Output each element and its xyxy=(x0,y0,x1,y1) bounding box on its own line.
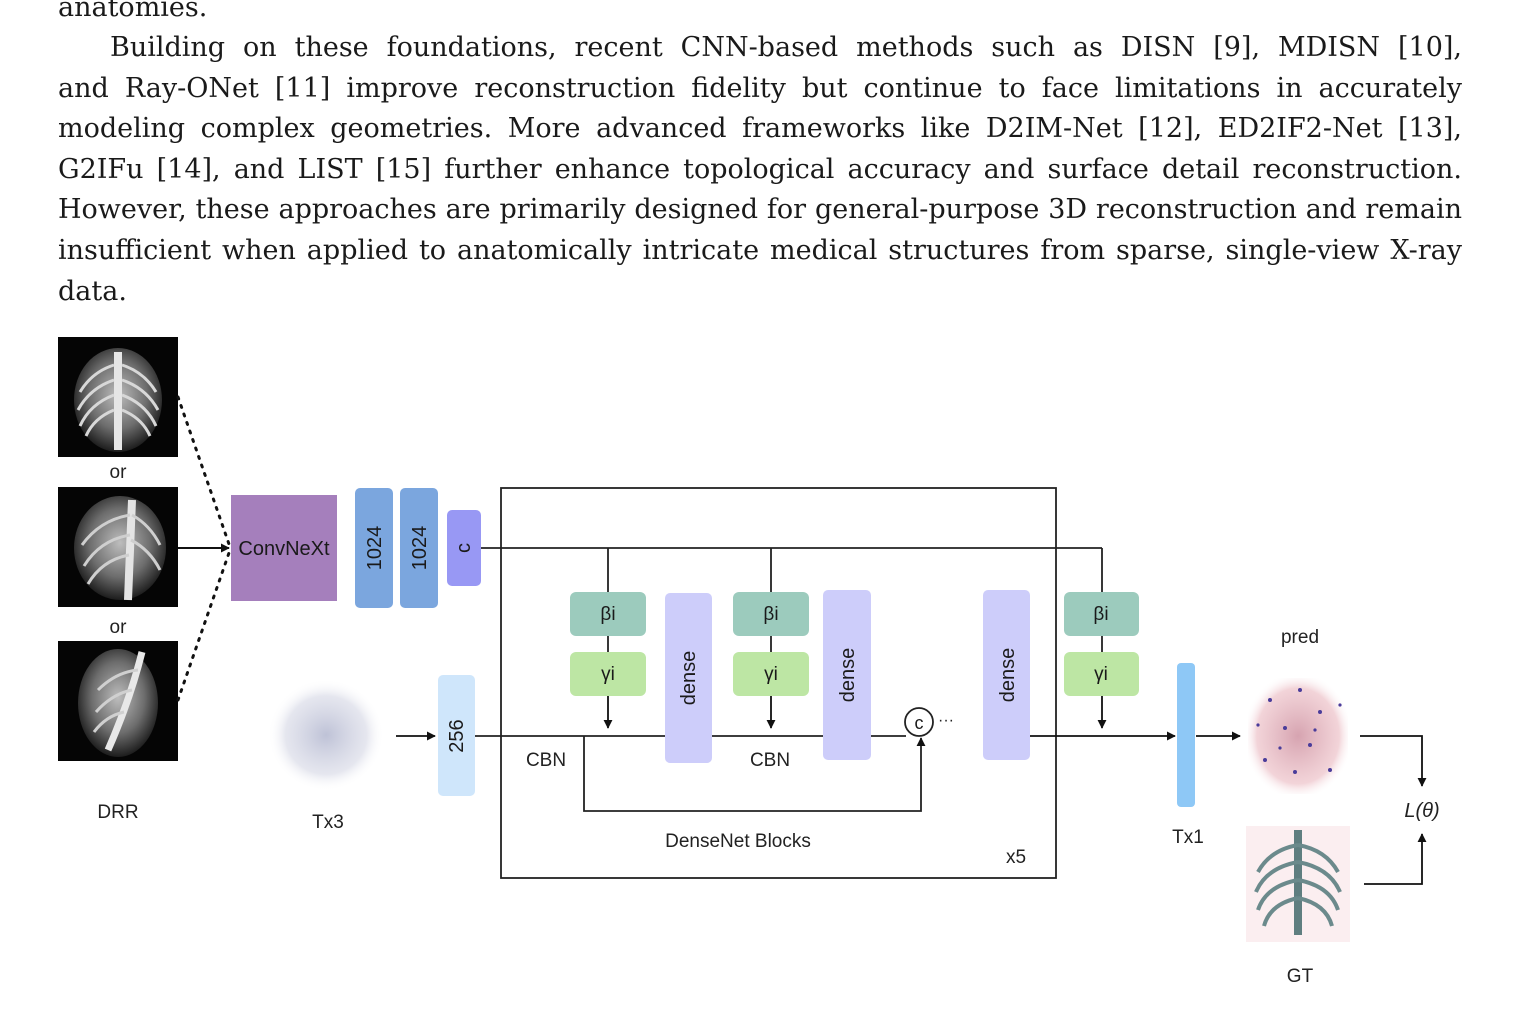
latent-code-block: c xyxy=(447,510,481,586)
points-shape-label: Tx3 xyxy=(312,812,344,833)
gamma-block-1: γi xyxy=(570,652,646,696)
output-shape-label: Tx1 xyxy=(1172,827,1204,848)
feature-block-1024-a: 1024 xyxy=(355,488,393,608)
svg-text:βi: βi xyxy=(1093,604,1108,625)
text-line: However, these approaches are primarily … xyxy=(58,194,1462,226)
or-label-2: or xyxy=(110,617,128,638)
text-line: insufficient when applied to anatomicall… xyxy=(58,234,1462,266)
pred-label: pred xyxy=(1281,627,1319,648)
densenet-blocks-title: DenseNet Blocks xyxy=(665,831,811,852)
ribs-icon xyxy=(76,363,160,437)
output-block xyxy=(1177,663,1195,807)
text-line: G2IFu [14], and LIST [15] further enhanc… xyxy=(58,153,1462,185)
cbn-label-2: CBN xyxy=(750,750,790,771)
xray-oblique xyxy=(58,487,178,607)
svg-text:1024: 1024 xyxy=(364,526,386,571)
gt-label: GT xyxy=(1287,966,1314,987)
pred-point-cloud xyxy=(1248,678,1348,794)
svg-text:γi: γi xyxy=(601,664,615,685)
svg-text:dense: dense xyxy=(997,648,1019,703)
fc-256-block: 256 xyxy=(438,675,475,796)
svg-text:dense: dense xyxy=(837,648,859,703)
svg-text:ConvNeXt: ConvNeXt xyxy=(238,538,330,560)
gamma-block-3: γi xyxy=(1064,652,1139,696)
ribcage-icon xyxy=(1254,843,1342,927)
body-text-previous-tail: anatomies. xyxy=(58,0,1462,29)
gt-point-cloud xyxy=(1246,826,1350,942)
loss-label: L(θ) xyxy=(1404,800,1439,822)
text-line: and Ray-ONet [11] improve reconstruction… xyxy=(58,72,1462,104)
drr-label: DRR xyxy=(97,802,138,823)
svg-text:γi: γi xyxy=(1094,664,1108,685)
dense-block-2: dense xyxy=(823,590,871,760)
input-point-cloud xyxy=(268,679,384,791)
dense-block-1: dense xyxy=(665,593,712,763)
ribs-icon xyxy=(80,513,162,585)
svg-text:dense: dense xyxy=(678,651,700,706)
svg-text:c: c xyxy=(453,543,475,553)
convnext-encoder: ConvNeXt xyxy=(231,495,337,601)
gamma-block-2: γi xyxy=(733,652,809,696)
svg-text:256: 256 xyxy=(446,719,468,752)
text-line: modeling complex geometries. More advanc… xyxy=(58,113,1462,145)
xray-lateral xyxy=(58,641,178,761)
or-label-1: or xyxy=(110,462,128,483)
concat-node: c xyxy=(904,707,934,737)
beta-block-3: βi xyxy=(1064,592,1139,636)
densenet-blocks-container xyxy=(500,487,1057,879)
text-line: anatomies. xyxy=(58,0,208,23)
body-paragraph: Building on these foundations, recent CN… xyxy=(58,28,1462,312)
svg-text:c: c xyxy=(915,713,924,733)
feature-block-1024-b: 1024 xyxy=(400,488,438,608)
xray-frontal xyxy=(58,337,178,457)
text-line: Building on these foundations, recent CN… xyxy=(110,32,1462,63)
text-line: data. xyxy=(58,275,127,307)
spine-icon xyxy=(92,668,139,733)
svg-text:βi: βi xyxy=(600,604,615,625)
svg-text:1024: 1024 xyxy=(409,526,431,571)
svg-text:βi: βi xyxy=(763,604,778,625)
dense-block-3: dense xyxy=(983,590,1030,760)
beta-block-2: βi xyxy=(733,592,809,636)
beta-block-1: βi xyxy=(570,592,646,636)
repeat-label: x5 xyxy=(1006,847,1026,868)
cbn-label-1: CBN xyxy=(526,750,566,771)
ellipsis: ··· xyxy=(938,712,954,729)
svg-text:γi: γi xyxy=(764,664,778,685)
